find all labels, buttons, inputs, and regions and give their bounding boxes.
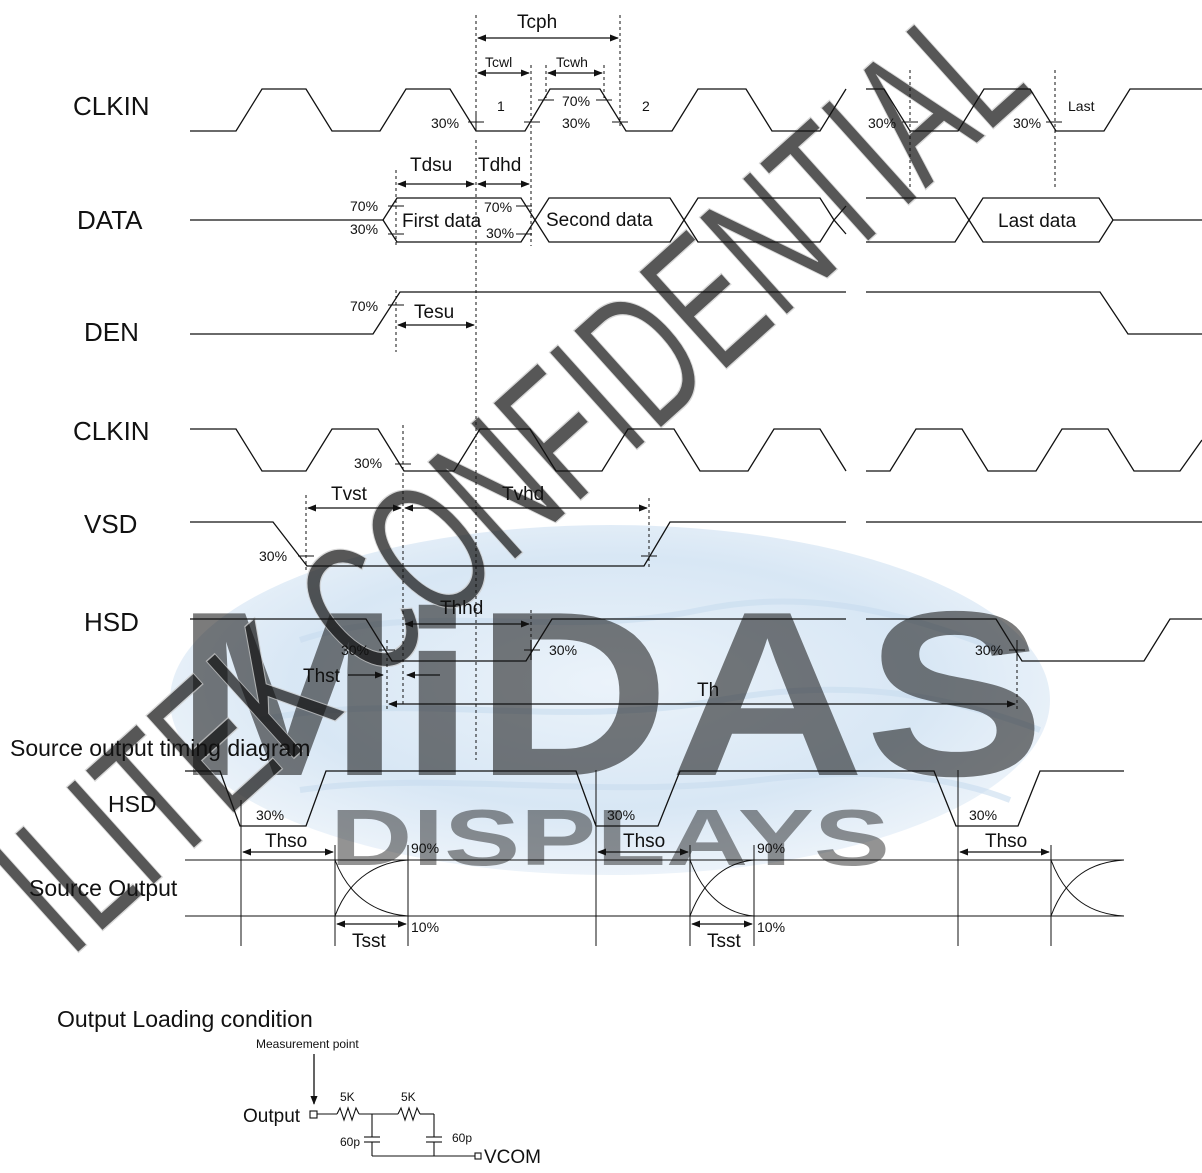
source-output-curves [334, 859, 1125, 917]
pct-label: 90% [757, 840, 785, 856]
pct-label: 30% [607, 807, 635, 823]
tsst-label: Tsst [352, 931, 387, 952]
thso-label: Thso [623, 831, 665, 852]
watermark-logo-sub: DISPLAYS [330, 793, 890, 882]
measurement-point-label: Measurement point [256, 1037, 359, 1051]
pct-label: 30% [341, 642, 369, 658]
pct-label: 30% [549, 642, 577, 658]
watermark-logo-main: MiDAS [175, 562, 1045, 825]
tesu-label: Tesu [414, 302, 454, 323]
output-terminal [309, 1110, 318, 1119]
pct-label: 30% [256, 807, 284, 823]
th-label: Th [697, 680, 719, 701]
pct-label: 30% [868, 115, 896, 131]
resistor-r2 [397, 1106, 421, 1122]
resistor-r2-label: 5K [401, 1090, 416, 1104]
thst-label: Thst [303, 666, 341, 687]
pct-label: 30% [354, 455, 382, 471]
signal-label-vsd: VSD [84, 509, 137, 539]
data-waveform-top [382, 197, 847, 222]
tcwh-label: Tcwh [556, 54, 588, 70]
pct-label: 90% [411, 840, 439, 856]
tick-marks [379, 642, 1025, 658]
clkin-2-waveform-segment [866, 428, 1202, 472]
resistor-r1 [336, 1106, 360, 1122]
pct-label: 30% [562, 115, 590, 131]
data-waveform-bottom [382, 218, 847, 243]
pct-label: 70% [484, 199, 512, 215]
source-hsd-waveform [185, 770, 1124, 827]
tvst-label: Tvst [331, 484, 368, 505]
watermark-globe [170, 525, 1050, 875]
clk-edge-one: 1 [497, 98, 505, 114]
loading-output-label: Output [243, 1106, 301, 1127]
source-hsd-label: HSD [108, 791, 157, 817]
pct-label: 10% [757, 919, 785, 935]
pct-label: 30% [486, 225, 514, 241]
resistor-r1-label: 5K [340, 1090, 355, 1104]
tcph-label: Tcph [517, 12, 557, 33]
thhd-label: Thhd [440, 598, 483, 619]
loading-title: Output Loading condition [57, 1006, 313, 1032]
source-diagram-title: Source output timing diagram [10, 735, 310, 761]
vcom-label: VCOM [484, 1147, 541, 1168]
signal-label-data: DATA [77, 205, 143, 235]
source-output-label: Source Output [29, 875, 178, 901]
clkin-waveform [190, 88, 847, 132]
tick-marks [468, 99, 1062, 130]
hsd-waveform-segment [866, 618, 1202, 662]
tvhd-label: Tvhd [502, 484, 544, 505]
loading-circuit [309, 1106, 482, 1160]
pct-label: 30% [975, 642, 1003, 658]
tdhd-label: Tdhd [478, 155, 521, 176]
data-first-label: First data [402, 211, 482, 232]
pct-label: 70% [350, 198, 378, 214]
pct-label: 30% [969, 807, 997, 823]
tcwl-label: Tcwl [485, 54, 512, 70]
den-waveform [190, 291, 846, 335]
pct-label: 30% [259, 548, 287, 564]
signal-label-den: DEN [84, 317, 139, 347]
clk-edge-last: Last [1068, 98, 1095, 114]
source-vertical-guides [240, 770, 1052, 946]
tdsu-label: Tdsu [410, 155, 452, 176]
pct-label: 70% [562, 93, 590, 109]
vsd-waveform [190, 521, 846, 567]
pct-label: 10% [411, 919, 439, 935]
signal-label-clkin: CLKIN [73, 91, 150, 121]
data-second-label: Second data [546, 210, 653, 231]
data-waveform-bottom-2 [866, 218, 1114, 243]
clkin-waveform-segment [866, 88, 1202, 132]
pct-label: 70% [350, 298, 378, 314]
tick-marks [388, 205, 532, 235]
thso-label: Thso [985, 831, 1027, 852]
signal-label-clkin-2: CLKIN [73, 416, 150, 446]
vcom-terminal [474, 1152, 482, 1160]
data-last-label: Last data [998, 211, 1077, 232]
pct-label: 30% [350, 221, 378, 237]
clkin-2-waveform [190, 428, 847, 472]
hsd-waveform [190, 618, 846, 662]
pct-label: 30% [431, 115, 459, 131]
pct-label: 30% [1013, 115, 1041, 131]
capacitor-c1-label: 60p [340, 1135, 360, 1149]
signal-label-hsd: HSD [84, 607, 139, 637]
clk-edge-two: 2 [642, 98, 650, 114]
den-waveform-segment [866, 291, 1202, 335]
thso-label: Thso [265, 831, 307, 852]
tsst-label: Tsst [707, 931, 742, 952]
capacitor-c2-label: 60p [452, 1131, 472, 1145]
